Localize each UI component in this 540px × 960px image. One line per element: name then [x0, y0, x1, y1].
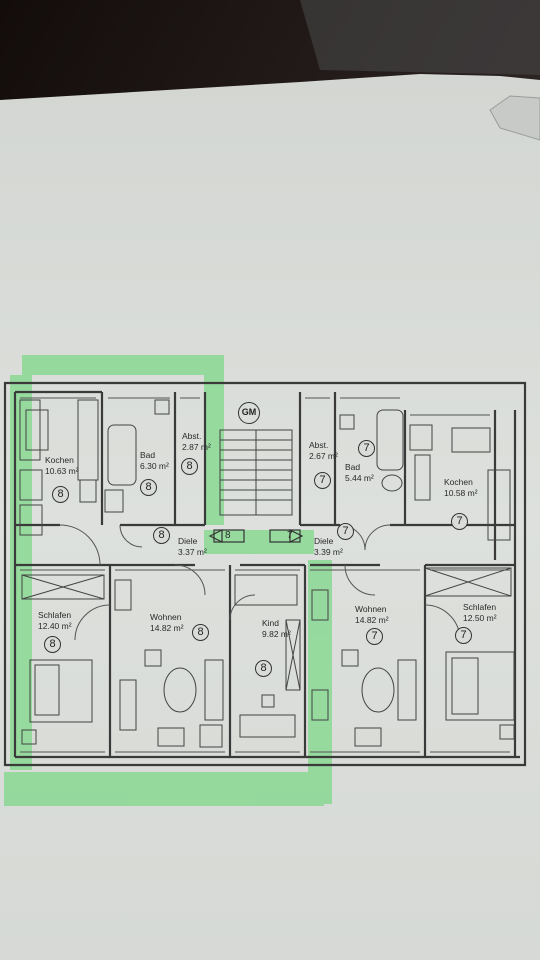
paper-corner-curl — [489, 95, 540, 141]
room-bad-left-unit: 8 — [140, 479, 157, 496]
room-schlafen-right-area: 12.50 m² — [463, 613, 497, 623]
room-bad-right-area: 5.44 m² — [345, 473, 374, 483]
room-kochen-left-area: 10.63 m² — [45, 466, 79, 476]
room-abst-left-unit: 8 — [181, 458, 198, 475]
room-diele-left-unit: 8 — [153, 527, 170, 544]
entrance-label-right: 7 — [287, 530, 293, 541]
bedroom-left-furniture — [21, 574, 105, 745]
paper-sheet — [0, 74, 540, 960]
entrance-label-left: 8 — [225, 530, 231, 541]
room-schlafen-right-unit: 7 — [455, 627, 472, 644]
room-kochen-right-name: Kochen — [444, 477, 473, 487]
door-swings — [59, 524, 461, 641]
kitchen-right-fixtures — [409, 424, 511, 541]
room-schlafen-right-name: Schlafen — [463, 602, 497, 612]
room-diele-left-name: Diele — [178, 536, 198, 546]
bedroom-right-furniture — [424, 567, 515, 740]
room-kind-area: 9.82 m² — [262, 629, 291, 639]
room-abst-left-area: 2.87 m² — [182, 442, 211, 452]
room-bad-right-name: Bad — [345, 462, 361, 472]
room-kochen-left-unit: 8 — [52, 486, 69, 503]
living-left-furniture — [114, 579, 224, 748]
room-abst-right-area: 2.67 m² — [309, 451, 338, 461]
stair-gm-label: GM — [238, 402, 260, 424]
plastic-sleeve-glare — [300, 0, 540, 75]
room-schlafen-left-area: 12.40 m² — [38, 621, 72, 631]
room-kind-unit: 8 — [255, 660, 272, 677]
room-wohnen-left-area: 14.82 m² — [150, 623, 184, 633]
room-abst-left-name: Abst. — [182, 431, 202, 441]
room-kind-name: Kind — [262, 618, 280, 628]
room-wohnen-right-unit: 7 — [366, 628, 383, 645]
room-diele-left-area: 3.37 m² — [178, 547, 207, 557]
room-diele-right-area: 3.39 m² — [314, 547, 343, 557]
room-schlafen-left-unit: 8 — [44, 636, 61, 653]
room-kochen-right-area: 10.58 m² — [444, 488, 478, 498]
room-diele-right-unit: 7 — [337, 523, 354, 540]
room-kochen-left-name: Kochen — [45, 455, 74, 465]
room-diele-right-name: Diele — [314, 536, 334, 546]
walls — [3, 381, 527, 767]
bathroom-left-fixtures — [104, 399, 170, 513]
room-wohnen-left-unit: 8 — [192, 624, 209, 641]
wall-details — [20, 397, 510, 753]
room-bad-left-area: 6.30 m² — [140, 461, 169, 471]
bathroom-right-fixtures — [339, 409, 404, 492]
room-wohnen-left-name: Wohnen — [150, 612, 182, 622]
kind-furniture — [234, 574, 301, 738]
room-abst-right-name: Abst. — [309, 440, 329, 450]
room-wohnen-right-area: 14.82 m² — [355, 615, 389, 625]
room-bad-right-unit: 7 — [358, 440, 375, 457]
staircase — [219, 429, 293, 516]
kitchen-left-fixtures — [19, 399, 99, 536]
room-schlafen-left-name: Schlafen — [38, 610, 72, 620]
room-kochen-right-unit: 7 — [451, 513, 468, 530]
living-right-furniture — [311, 589, 417, 747]
entrance-arrows — [208, 529, 304, 543]
room-bad-left-name: Bad — [140, 450, 156, 460]
room-abst-right-unit: 7 — [314, 472, 331, 489]
room-wohnen-right-name: Wohnen — [355, 604, 387, 614]
